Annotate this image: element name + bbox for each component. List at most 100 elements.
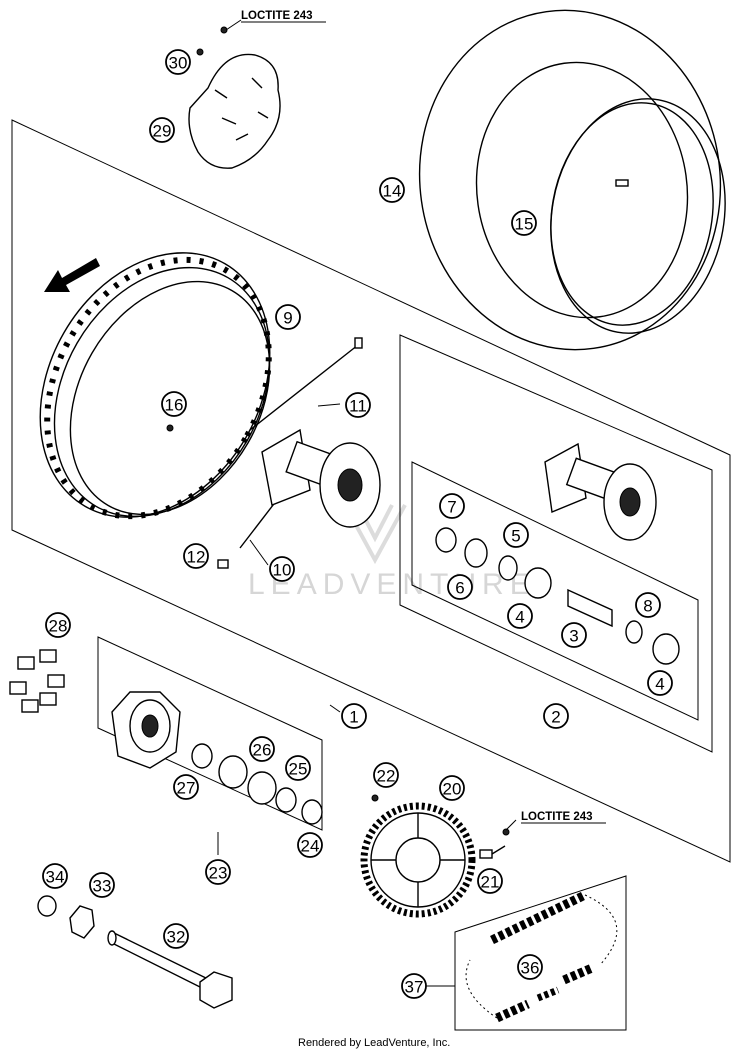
svg-text:4: 4 (515, 608, 524, 627)
callout-24[interactable]: 24 (297, 832, 323, 858)
wheel-hub (261, 428, 381, 528)
callout-25[interactable]: 25 (285, 755, 311, 781)
svg-text:36: 36 (521, 959, 540, 978)
spacer-sleeve (567, 588, 613, 628)
svg-text:6: 6 (455, 579, 464, 598)
svg-text:2: 2 (551, 708, 560, 727)
callout-32[interactable]: 32 (163, 923, 189, 949)
svg-text:27: 27 (177, 779, 196, 798)
axle (107, 930, 233, 1009)
callout-4a[interactable]: 4 (507, 603, 533, 629)
callout-33[interactable]: 33 (89, 872, 115, 898)
callout-27[interactable]: 27 (173, 774, 199, 800)
chain-adjuster (69, 905, 95, 939)
svg-text:28: 28 (49, 617, 68, 636)
callout-28[interactable]: 28 (45, 612, 71, 638)
watermark-text: LEADVENTURE (248, 568, 536, 601)
spoke-upper (249, 344, 359, 431)
rear-sprocket (360, 802, 476, 918)
chain-frame (454, 875, 627, 1031)
rubber-dampers (9, 649, 65, 713)
svg-text:26: 26 (253, 741, 272, 760)
callout-14[interactable]: 14 (379, 177, 405, 203)
callout-20[interactable]: 20 (439, 775, 465, 801)
svg-text:20: 20 (443, 780, 462, 799)
callout-2[interactable]: 2 (543, 703, 569, 729)
callout-26[interactable]: 26 (249, 736, 275, 762)
rotation-arrow-icon (44, 258, 100, 292)
callout-34[interactable]: 34 (42, 863, 68, 889)
watermark: LEADVENTURE (248, 504, 536, 601)
callout-36[interactable]: 36 (517, 954, 543, 980)
hub-assembly-frame (399, 334, 713, 753)
callout-29[interactable]: 29 (149, 117, 175, 143)
callout-4b[interactable]: 4 (647, 670, 673, 696)
callout-12[interactable]: 12 (183, 543, 209, 569)
sprocket-bolt (479, 828, 510, 859)
callout-16[interactable]: 16 (161, 391, 187, 417)
callout-11[interactable]: 11 (345, 392, 371, 418)
svg-text:21: 21 (481, 873, 500, 892)
wheel-assembly-frame (11, 119, 731, 863)
callout-21[interactable]: 21 (477, 868, 503, 894)
svg-text:3: 3 (569, 627, 578, 646)
valve-nut (166, 424, 174, 432)
callout-9[interactable]: 9 (275, 304, 301, 330)
sprocket-carrier-frame (97, 636, 323, 831)
hub-detail (544, 442, 657, 541)
callout-1[interactable]: 1 (341, 703, 367, 729)
svg-text:37: 37 (405, 978, 424, 997)
sprocket-carrier (111, 691, 323, 825)
brake-disc (188, 26, 281, 169)
bearing-left (464, 538, 488, 568)
callout-30[interactable]: 30 (165, 49, 191, 75)
svg-text:1: 1 (349, 708, 358, 727)
callout-23[interactable]: 23 (205, 859, 231, 885)
footer-credit: Rendered by LeadVenture, Inc. (298, 1037, 450, 1049)
hub-bearings-frame (411, 461, 699, 721)
svg-text:LOCTITE 243: LOCTITE 243 (521, 811, 593, 823)
dust-seal (435, 527, 457, 553)
callout-37[interactable]: 37 (401, 973, 427, 999)
loctite-note-bottom: LOCTITE 243 (521, 811, 606, 824)
svg-text:8: 8 (643, 597, 652, 616)
svg-text:5: 5 (511, 527, 520, 546)
svg-text:12: 12 (187, 548, 206, 567)
svg-text:14: 14 (383, 182, 402, 201)
spoke-nipple-upper (354, 337, 363, 349)
svg-text:23: 23 (209, 864, 228, 883)
callout-8[interactable]: 8 (635, 592, 661, 618)
spacer-ring (625, 620, 643, 644)
svg-text:34: 34 (46, 868, 65, 887)
svg-text:22: 22 (377, 767, 396, 786)
axle-nut (37, 895, 57, 917)
svg-text:25: 25 (289, 760, 308, 779)
svg-text:LOCTITE 243: LOCTITE 243 (241, 10, 313, 22)
svg-text:24: 24 (301, 837, 320, 856)
callout-22[interactable]: 22 (373, 762, 399, 788)
svg-text:29: 29 (153, 122, 172, 141)
loctite-note-top: LOCTITE 243 (241, 10, 326, 23)
svg-text:10: 10 (273, 561, 292, 580)
svg-text:30: 30 (169, 54, 188, 73)
callout-3[interactable]: 3 (561, 622, 587, 648)
callout-5[interactable]: 5 (503, 522, 529, 548)
bearing-outer (524, 567, 552, 599)
inner-tube (550, 98, 726, 334)
svg-text:7: 7 (447, 498, 456, 517)
circlip (498, 555, 518, 581)
callout-15[interactable]: 15 (511, 210, 537, 236)
callout-7[interactable]: 7 (439, 493, 465, 519)
sprocket-nut (371, 794, 379, 802)
svg-text:4: 4 (655, 675, 664, 694)
svg-text:16: 16 (165, 396, 184, 415)
svg-text:9: 9 (283, 309, 292, 328)
tire (418, 9, 722, 351)
spoke-nipple (217, 559, 229, 569)
bearing-right (652, 633, 680, 665)
svg-text:33: 33 (93, 877, 112, 896)
svg-text:15: 15 (515, 215, 534, 234)
callout-6[interactable]: 6 (447, 574, 473, 600)
callout-10[interactable]: 10 (269, 556, 295, 582)
